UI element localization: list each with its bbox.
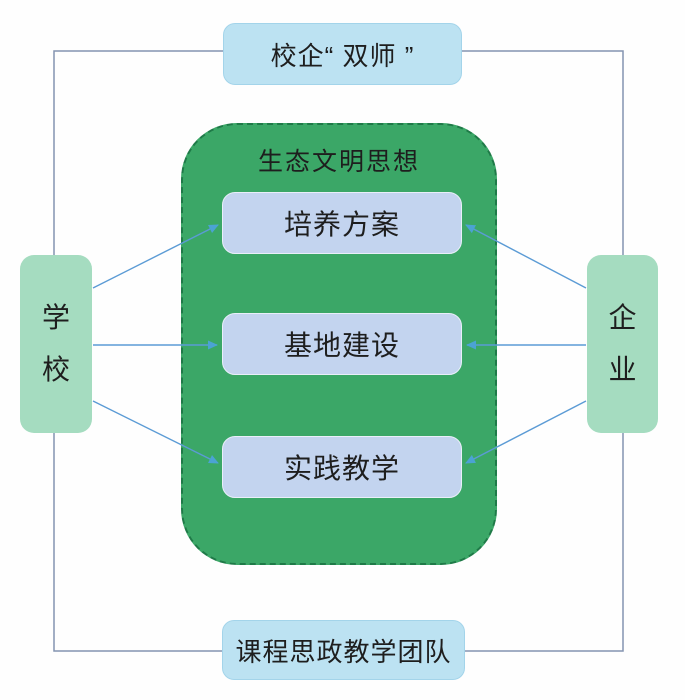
node-practical-teaching-label: 实践教学 <box>283 453 400 484</box>
node-training-program: 培养方案 <box>222 192 462 254</box>
node-base-construction-label: 基地建设 <box>283 330 400 361</box>
banner-bottom-label: 课程思政教学团队 <box>235 636 452 667</box>
banner-school-enterprise-dual-teachers: 校企“ 双师 ” <box>223 23 462 85</box>
node-enterprise-char-2: 业 <box>608 354 637 385</box>
node-enterprise: 企 业 <box>587 255 658 433</box>
node-base-construction: 基地建设 <box>222 313 462 375</box>
node-school-char-2: 校 <box>41 354 70 385</box>
banner-course-ideology-teaching-team: 课程思政教学团队 <box>222 620 465 680</box>
node-school: 学 校 <box>20 255 92 433</box>
node-practical-teaching: 实践教学 <box>222 436 462 498</box>
node-training-program-label: 培养方案 <box>283 209 400 240</box>
banner-top-label: 校企“ 双师 ” <box>270 40 415 71</box>
group-heading: 生态文明思想 <box>257 148 420 176</box>
node-enterprise-char-1: 企 <box>608 302 637 333</box>
node-school-char-1: 学 <box>41 302 70 333</box>
